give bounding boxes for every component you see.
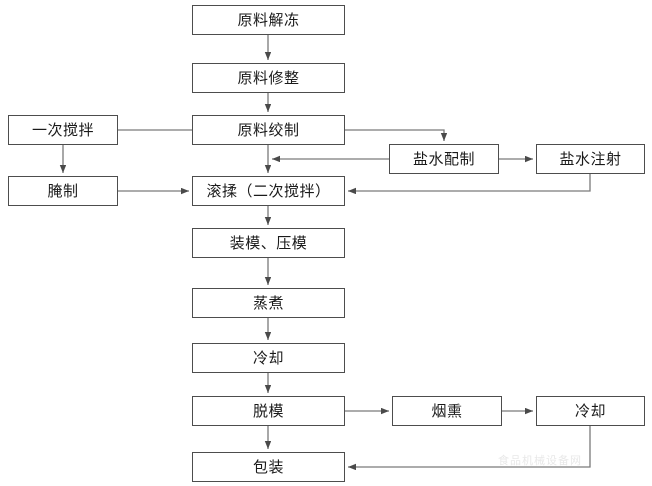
node-packaging[interactable]: 包装: [192, 452, 345, 482]
node-cooling-first[interactable]: 冷却: [192, 343, 345, 373]
node-cooling-second[interactable]: 冷却: [536, 396, 645, 426]
node-packaging-label: 包装: [252, 457, 284, 476]
watermark-text: 食品机械设备网: [498, 454, 582, 467]
node-molding-label: 装模、压模: [229, 233, 308, 252]
node-first-mixing-label: 一次搅拌: [31, 120, 94, 139]
node-demolding-label: 脱模: [252, 401, 284, 420]
node-tumbling-label: 滚揉（二次搅拌）: [206, 181, 331, 200]
node-cooling-first-label: 冷却: [252, 348, 284, 367]
node-steaming[interactable]: 蒸煮: [192, 288, 345, 318]
node-brine-preparation[interactable]: 盐水配制: [389, 144, 499, 174]
node-smoking-label: 烟熏: [431, 401, 463, 420]
edge-inject-tumble: [348, 174, 591, 195]
node-brine-injection-label: 盐水注射: [559, 149, 622, 168]
node-thaw[interactable]: 原料解冻: [192, 5, 345, 35]
node-brine-preparation-label: 盐水配制: [412, 149, 475, 168]
node-smoking[interactable]: 烟熏: [392, 396, 502, 426]
node-first-mixing[interactable]: 一次搅拌: [8, 115, 118, 145]
node-tumbling[interactable]: 滚揉（二次搅拌）: [192, 176, 345, 206]
node-curing-label: 腌制: [47, 181, 79, 200]
node-mince-label: 原料绞制: [237, 120, 300, 139]
node-molding[interactable]: 装模、压模: [192, 228, 345, 258]
node-mince[interactable]: 原料绞制: [192, 115, 345, 145]
node-demolding[interactable]: 脱模: [192, 396, 345, 426]
node-curing[interactable]: 腌制: [8, 176, 118, 206]
edge-cool2-pack: [348, 426, 591, 471]
node-steaming-label: 蒸煮: [252, 293, 284, 312]
node-trim-label: 原料修整: [237, 68, 300, 87]
node-brine-injection[interactable]: 盐水注射: [536, 144, 645, 174]
edge-mince-brine: [345, 129, 448, 141]
node-thaw-label: 原料解冻: [237, 10, 300, 29]
node-cooling-second-label: 冷却: [574, 401, 606, 420]
node-trim[interactable]: 原料修整: [192, 63, 345, 93]
